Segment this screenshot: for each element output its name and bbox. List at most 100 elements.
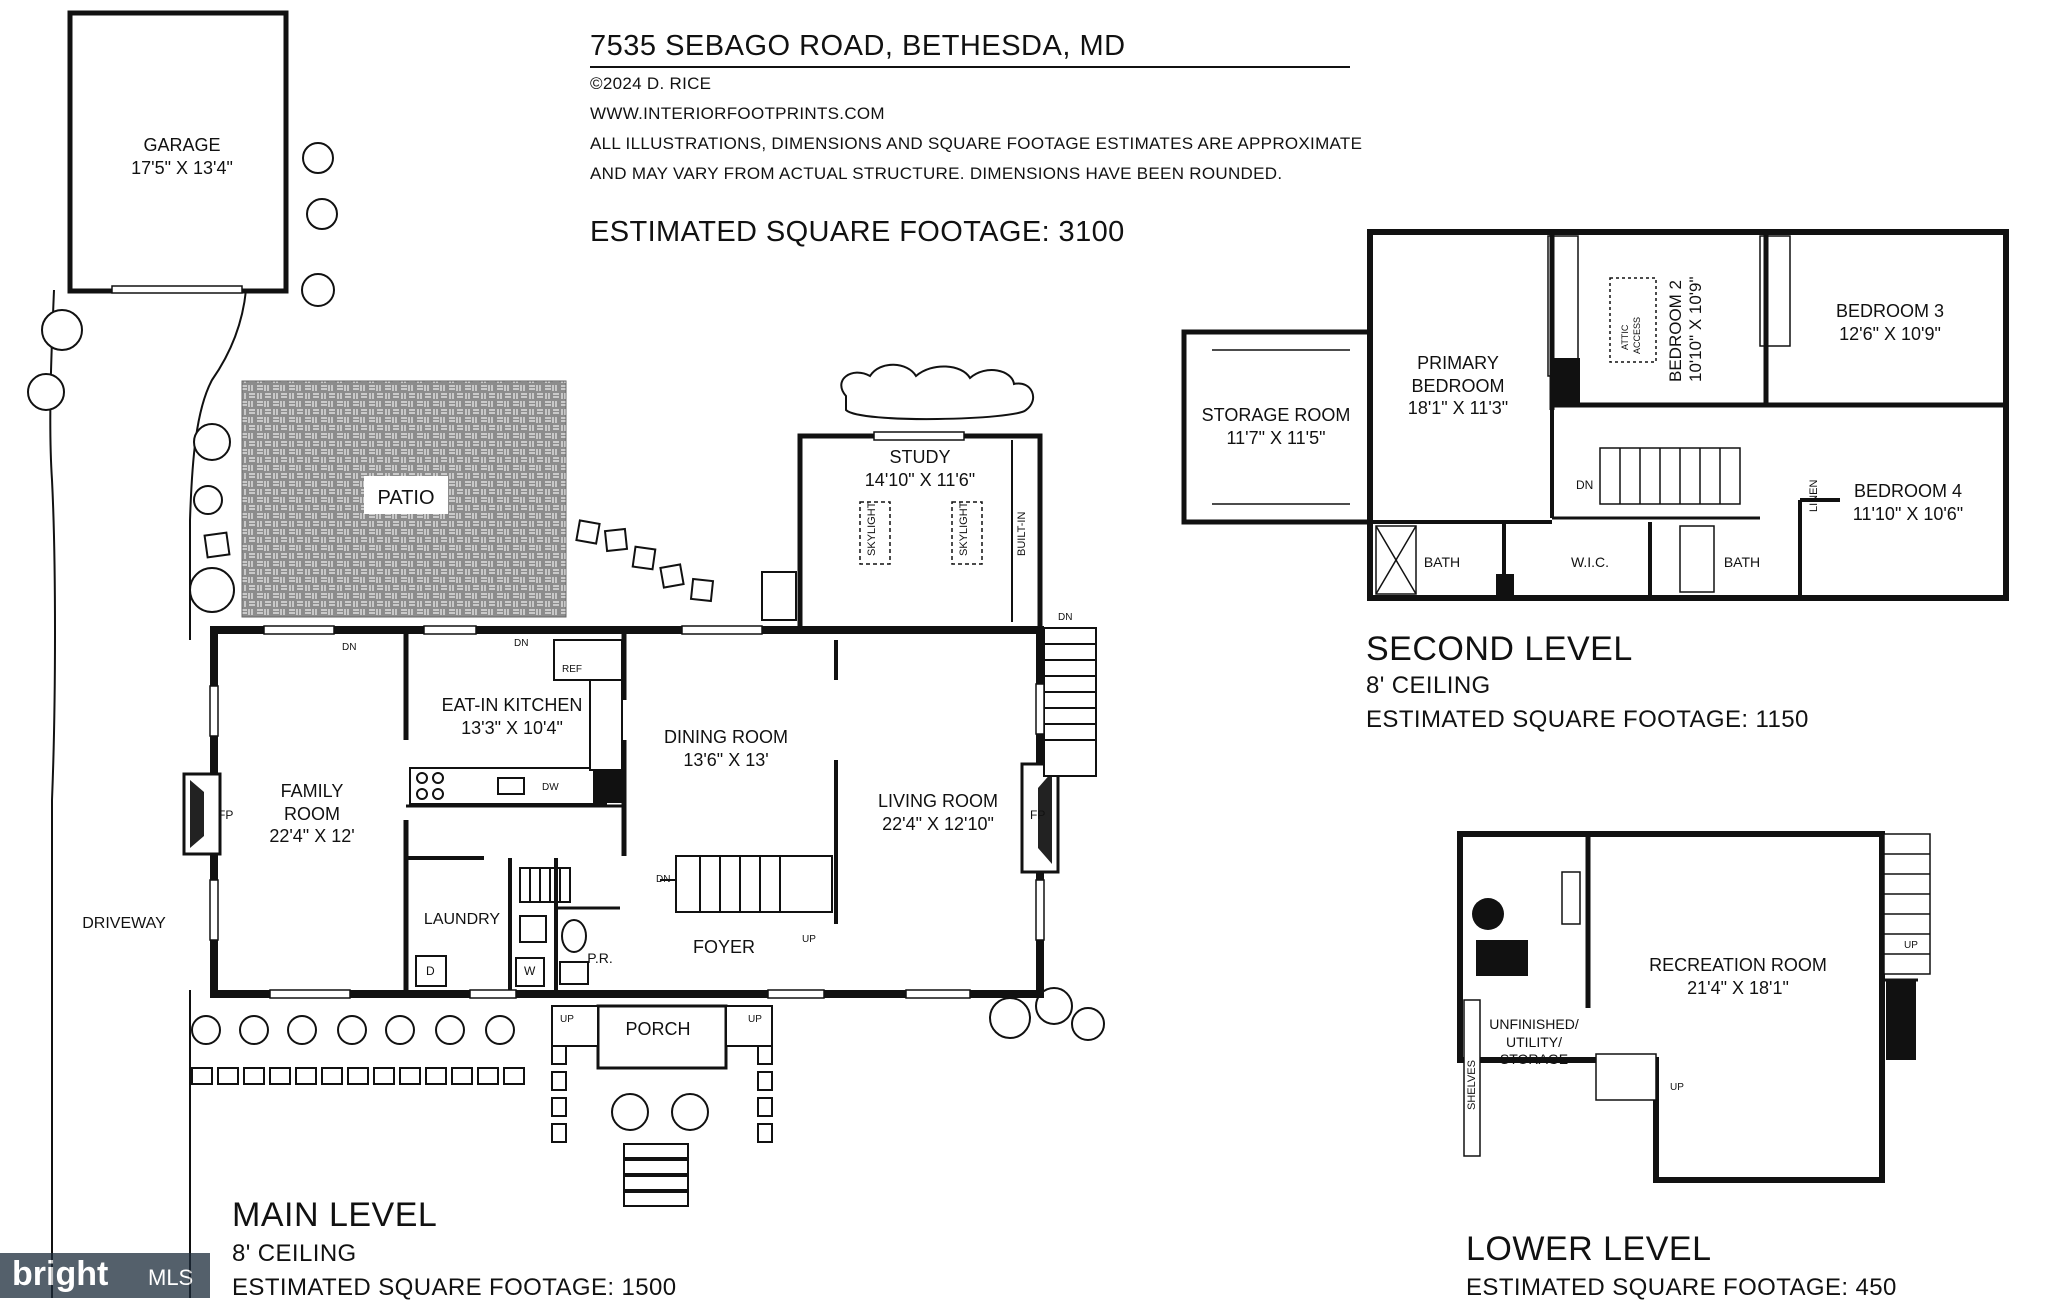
main-level-walls: [210, 433, 1044, 998]
dining-room-name: DINING ROOM: [664, 727, 788, 747]
copyright: ©2024 D. RICE: [590, 74, 712, 93]
primary-bedroom-name-2: BEDROOM: [1411, 375, 1505, 396]
watermark-suffix: MLS: [148, 1265, 194, 1290]
utility-line-2: UTILITY/: [1505, 1033, 1563, 1050]
porch-label: PORCH: [625, 1019, 691, 1039]
powder-room-label: P.R.: [587, 950, 613, 966]
driveway-label: DRIVEWAY: [82, 915, 166, 932]
bedroom-2-name: BEDROOM 2: [1666, 279, 1685, 382]
kitchen-dn-label: DN: [514, 638, 529, 649]
bath-1-label: BATH: [1423, 554, 1461, 570]
built-in-label: BUILT-IN: [1016, 511, 1028, 556]
garage-name: GARAGE: [143, 135, 221, 155]
utility-line-1: UNFINISHED/: [1489, 1016, 1579, 1032]
primary-bedroom-name: PRIMARY: [1417, 353, 1499, 373]
lower-level-title: LOWER LEVEL: [1466, 1230, 1712, 1268]
skylight-label-1: SKYLIGHT: [866, 501, 878, 556]
lower-exterior-up-label: UP: [1904, 940, 1918, 951]
porch-up-right-label: UP: [748, 1014, 762, 1025]
shelves-label: SHELVES: [1466, 1060, 1478, 1110]
bath-2-label: BATH: [1723, 554, 1761, 570]
family-fp-label: FP: [218, 808, 234, 822]
patio-dn-label: DN: [342, 642, 357, 653]
foyer-label: FOYER: [692, 937, 756, 957]
stepping-stones: [203, 519, 715, 603]
shrubs: [27, 142, 1105, 1131]
laundry-label: LAUNDRY: [423, 911, 501, 928]
dryer-label: D: [426, 964, 435, 978]
foyer-dn-label: DN: [656, 874, 671, 885]
garage-label: GARAGE 17'5" X 13'4": [131, 134, 233, 179]
recreation-room-label: RECREATION ROOM 21'4" X 18'1": [1649, 954, 1827, 999]
second-level-title: SECOND LEVEL: [1366, 630, 1633, 668]
living-room-name: LIVING ROOM: [877, 791, 999, 811]
bedroom-4-name: BEDROOM 4: [1853, 481, 1963, 501]
porch-up-left-label: UP: [560, 1014, 574, 1025]
disclaimer-line-2: AND MAY VARY FROM ACTUAL STRUCTURE. DIME…: [590, 164, 1283, 183]
primary-bedroom-dims: 18'1" X 11'3": [1407, 398, 1509, 418]
study-dims: 14'10" X 11'6": [864, 469, 976, 490]
second-level-ceiling: 8' CEILING: [1366, 672, 1491, 699]
website: WWW.INTERIORFOOTPRINTS.COM: [590, 104, 885, 123]
bedroom-3-name: BEDROOM 3: [1835, 301, 1945, 321]
wic-label: W.I.C.: [1570, 554, 1610, 570]
second-level-walls: [1181, 229, 2009, 601]
dining-room-label: DINING ROOM 13'6" X 13': [664, 726, 788, 771]
total-square-footage: ESTIMATED SQUARE FOOTAGE: 3100: [590, 216, 1125, 248]
access-label: ACCESS: [1632, 316, 1642, 354]
lower-stair-up-label: UP: [1670, 1082, 1684, 1093]
washer-label: W: [524, 964, 536, 978]
recreation-room-dims: 21'4" X 18'1": [1687, 977, 1789, 998]
family-room-dims: 22'4" X 12': [269, 826, 355, 846]
skylight-label-2: SKYLIGHT: [958, 501, 970, 556]
primary-bedroom-label: PRIMARY BEDROOM 18'1" X 11'3": [1408, 352, 1508, 420]
storage-room-dims: 11'7" X 11'5": [1226, 427, 1326, 448]
attic-label: ATTIC: [1620, 324, 1630, 350]
family-room-name-2: ROOM: [283, 803, 340, 824]
driveway-edge: [49, 289, 56, 1298]
bedroom-4-label: BEDROOM 4 11'10" X 10'6": [1853, 480, 1963, 525]
bright-mls-watermark: bright MLS: [0, 1253, 210, 1298]
second-level-sqft: ESTIMATED SQUARE FOOTAGE: 1150: [1366, 706, 1809, 733]
patio-label: PATIO: [371, 484, 441, 513]
utility-line-3: STORAGE: [1499, 1051, 1569, 1067]
lower-level-walls: [1457, 831, 1918, 1183]
family-room-name: FAMILY: [280, 781, 344, 801]
dining-room-dims: 13'6" X 13': [683, 749, 769, 770]
driveway-edge-2: [189, 289, 247, 640]
linen-label: LINEN: [1808, 479, 1820, 512]
bedroom-4-dims: 11'10" X 10'6": [1852, 503, 1964, 524]
bedroom-3-label: BEDROOM 3 12'6" X 10'9": [1836, 300, 1944, 345]
watermark-brand: bright: [12, 1255, 109, 1293]
main-level-ceiling: 8' CEILING: [232, 1240, 357, 1267]
main-level-sqft: ESTIMATED SQUARE FOOTAGE: 1500: [232, 1274, 677, 1301]
garage-dims: 17'5" X 13'4": [131, 157, 233, 178]
main-level-title: MAIN LEVEL: [232, 1196, 438, 1234]
living-room-dims: 22'4" X 12'10": [882, 813, 994, 834]
study-hedge: [840, 363, 1035, 421]
disclaimer-line-1: ALL ILLUSTRATIONS, DIMENSIONS AND SQUARE…: [590, 134, 1363, 153]
kitchen-dims: 13'3" X 10'4": [461, 717, 563, 738]
family-room-label: FAMILY ROOM 22'4" X 12': [269, 780, 354, 848]
utility-storage-label: UNFINISHED/ UTILITY/ STORAGE: [1489, 1016, 1578, 1069]
study-label: STUDY 14'10" X 11'6": [865, 446, 975, 491]
bedroom-2-dims: 10'10" X 10'9": [1686, 276, 1705, 382]
address-title: 7535 SEBAGO ROAD, BETHESDA, MD: [590, 30, 1126, 62]
storage-room-name: STORAGE ROOM: [1201, 405, 1351, 425]
kitchen-counters: [409, 639, 623, 805]
study-name: STUDY: [889, 447, 951, 467]
foyer-up-label: UP: [802, 934, 816, 945]
exterior-dn-label: DN: [1058, 612, 1073, 623]
ref-label: REF: [562, 664, 582, 675]
living-fp-label: FP: [1030, 808, 1046, 822]
storage-room-label: STORAGE ROOM 11'7" X 11'5": [1202, 404, 1351, 449]
porch-slab: [596, 1004, 728, 1070]
recreation-room-name: RECREATION ROOM: [1649, 955, 1827, 975]
dw-label: DW: [542, 782, 559, 793]
kitchen-name: EAT-IN KITCHEN: [441, 695, 583, 715]
kitchen-label: EAT-IN KITCHEN 13'3" X 10'4": [442, 694, 583, 739]
second-level-dn-label: DN: [1576, 478, 1594, 492]
living-room-label: LIVING ROOM 22'4" X 12'10": [878, 790, 998, 835]
title-underline: [590, 66, 1350, 68]
